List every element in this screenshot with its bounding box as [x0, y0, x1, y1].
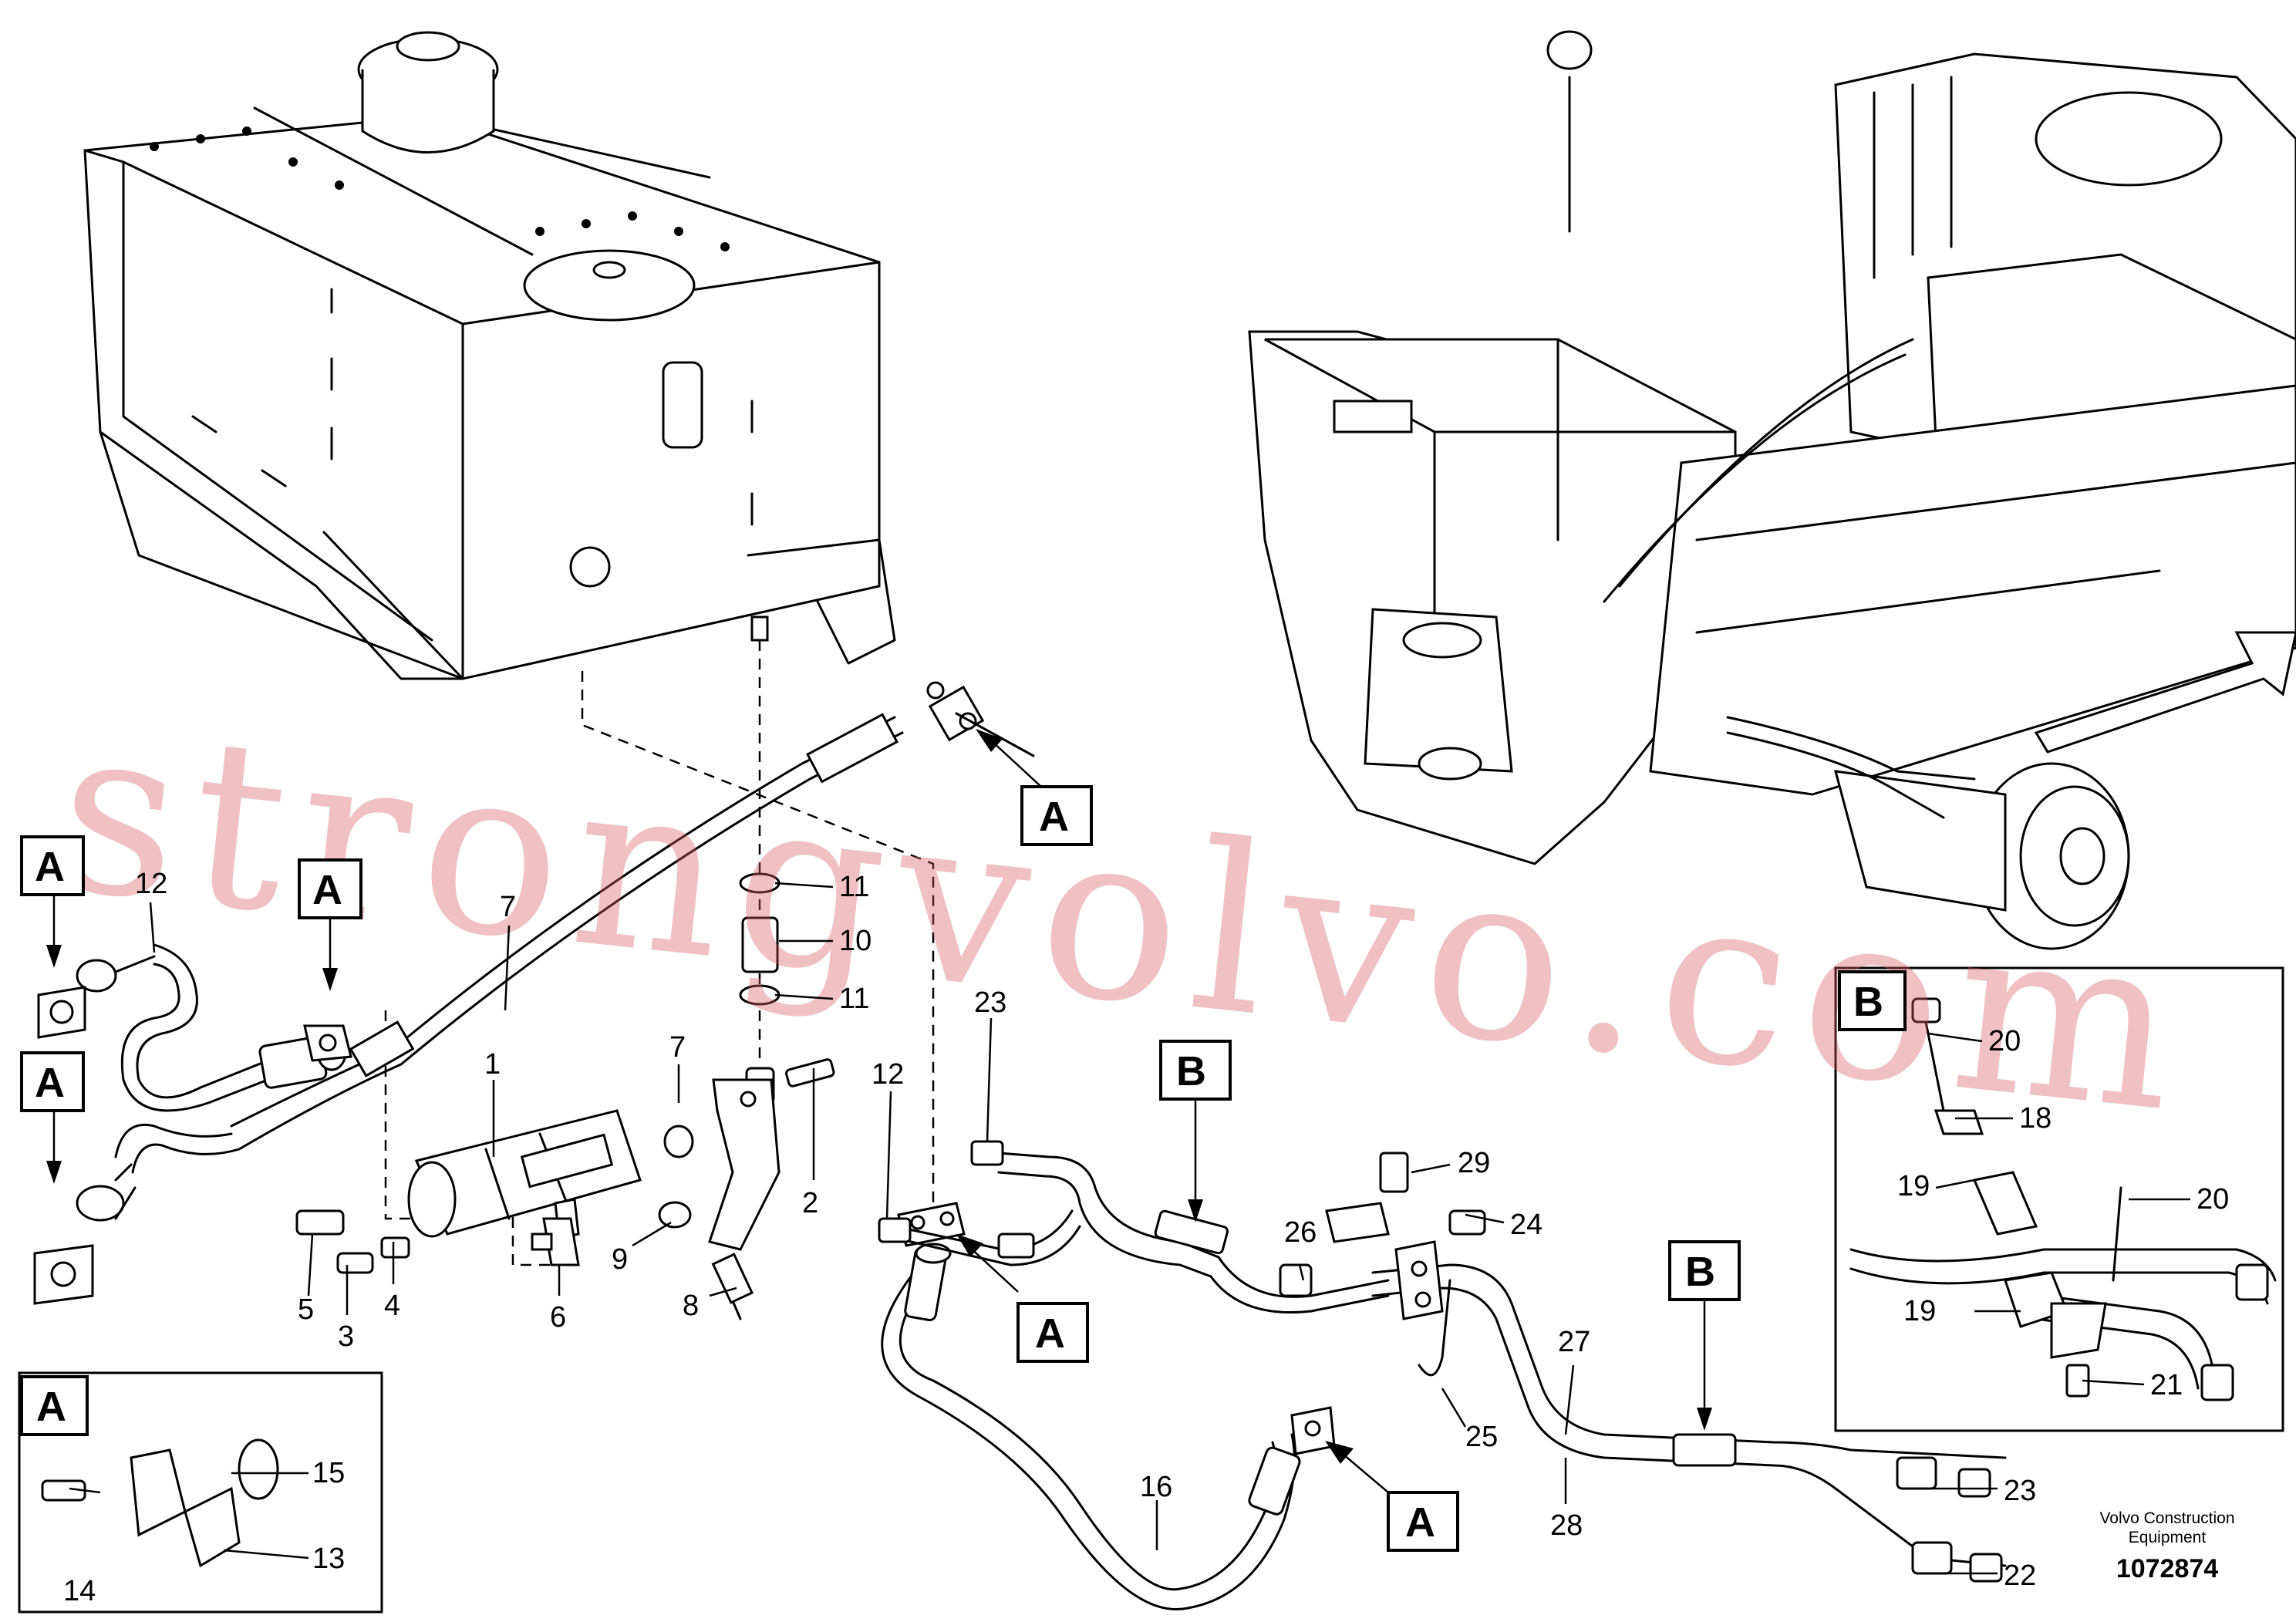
callout-27: 27	[1558, 1326, 1590, 1358]
sensor-6	[531, 1217, 580, 1266]
detail-label-a: A	[1405, 1499, 1435, 1546]
callout-4: 4	[384, 1290, 400, 1322]
callout-23: 23	[974, 986, 1006, 1019]
callout-23: 23	[2004, 1475, 2036, 1507]
brake-lines-23-26	[878, 1140, 1390, 1314]
brand-line-2: Equipment	[2129, 1529, 2207, 1546]
callout-11: 11	[839, 871, 869, 903]
callout-2: 2	[802, 1187, 818, 1219]
detail-b-box	[1834, 966, 2284, 1432]
callout-3: 3	[338, 1320, 354, 1353]
lines-27-28	[1371, 1263, 2007, 1583]
callout-16: 16	[1140, 1471, 1172, 1503]
callout-28: 28	[1550, 1509, 1583, 1542]
callout-20: 20	[2197, 1183, 2229, 1216]
machine-frame-illustration	[1248, 30, 2296, 950]
callout-24: 24	[1510, 1209, 1542, 1241]
detail-label-a: A	[1035, 1310, 1065, 1357]
detail-label-a-box: A	[20, 1375, 89, 1436]
callout-19: 19	[1903, 1295, 1936, 1327]
callout-12: 12	[135, 868, 167, 900]
callout-26: 26	[1284, 1216, 1317, 1249]
pump-1	[295, 1109, 642, 1274]
detail-label-b: B	[1685, 1249, 1715, 1295]
callout-21: 21	[2150, 1369, 2183, 1401]
callout-25: 25	[1465, 1421, 1498, 1453]
callout-6: 6	[550, 1301, 566, 1334]
callout-15: 15	[312, 1457, 345, 1489]
junction-24-25	[1325, 1152, 1486, 1377]
callout-18: 18	[2019, 1102, 2052, 1135]
callout-20: 20	[1988, 1025, 2021, 1057]
callout-29: 29	[1458, 1147, 1490, 1179]
hose-12-lower	[33, 1163, 137, 1305]
detail-label-a-left2: A	[298, 858, 362, 991]
flange-a-lower	[1290, 1406, 1336, 1455]
detail-label-b-right: B	[1668, 1240, 1741, 1431]
detail-label-a-left3: A	[20, 1051, 85, 1184]
clamp-near-a	[303, 1024, 352, 1062]
detail-label-a-topright: A	[976, 729, 1093, 846]
detail-label-a-left1: A	[20, 835, 85, 968]
callout-10: 10	[839, 925, 872, 957]
callout-19: 19	[1897, 1170, 1930, 1202]
detail-label-b-box: B	[1838, 970, 1907, 1031]
detail-label-a-center: A	[956, 1234, 1089, 1363]
detail-label-a: A	[36, 1384, 66, 1430]
detail-label-a-lower: A	[1325, 1441, 1459, 1552]
callout-14: 14	[63, 1575, 96, 1607]
callout-22: 22	[2004, 1560, 2036, 1592]
detail-label-b-center: B	[1159, 1040, 1232, 1222]
leader-lines	[69, 882, 2190, 1575]
drawing-number: 1072874	[2116, 1554, 2218, 1583]
detail-label-a: A	[1039, 794, 1069, 840]
hose-16	[881, 1243, 1301, 1610]
callout-7: 7	[669, 1031, 686, 1064]
hose-7	[114, 713, 904, 1174]
brand-line-1: Volvo Construction	[2099, 1509, 2234, 1527]
detail-label-b: B	[1853, 979, 1883, 1025]
detail-label-b: B	[1176, 1048, 1206, 1094]
hydraulic-tank-illustration	[83, 31, 896, 680]
bracket-8	[658, 1058, 835, 1320]
callout-13: 13	[312, 1543, 345, 1575]
detail-label-a: A	[35, 844, 65, 890]
callout-7: 7	[500, 891, 516, 923]
callout-5: 5	[298, 1293, 314, 1326]
callout-numbers: 1 2 3 4 5 6 7 7 8 9 10 11 11 12 12 13 14…	[63, 868, 2229, 1607]
footer: Volvo Construction Equipment 1072874	[2099, 1509, 2234, 1583]
flange-a-top	[926, 681, 1035, 757]
callout-12: 12	[872, 1058, 904, 1091]
callout-1: 1	[484, 1048, 501, 1081]
callout-8: 8	[683, 1290, 699, 1322]
callout-9: 9	[612, 1243, 628, 1276]
detail-label-a: A	[35, 1060, 65, 1106]
callout-11: 11	[839, 983, 869, 1015]
flange-a-center	[897, 1202, 966, 1247]
detail-label-a: A	[312, 867, 342, 913]
